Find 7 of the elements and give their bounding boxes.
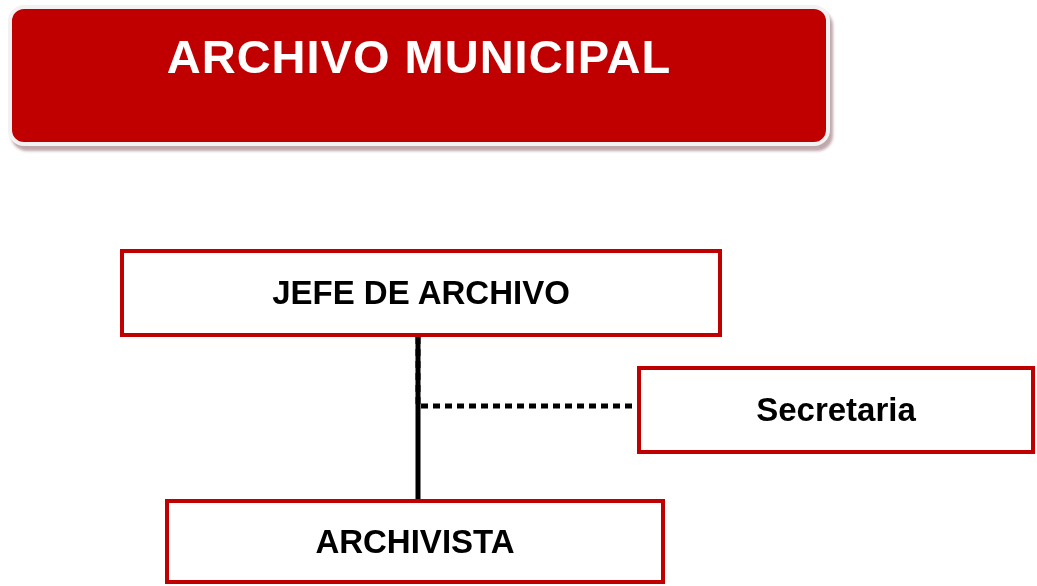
title: ARCHIVO MUNICIPAL (166, 31, 672, 83)
org-box (165, 499, 665, 584)
role-title: JEFE DE ARCHIVO (272, 274, 570, 312)
role-title: Secretaria (756, 391, 916, 429)
org-box (120, 249, 722, 337)
role-title: ARCHIVISTA (315, 522, 515, 561)
org-box (637, 366, 1035, 454)
